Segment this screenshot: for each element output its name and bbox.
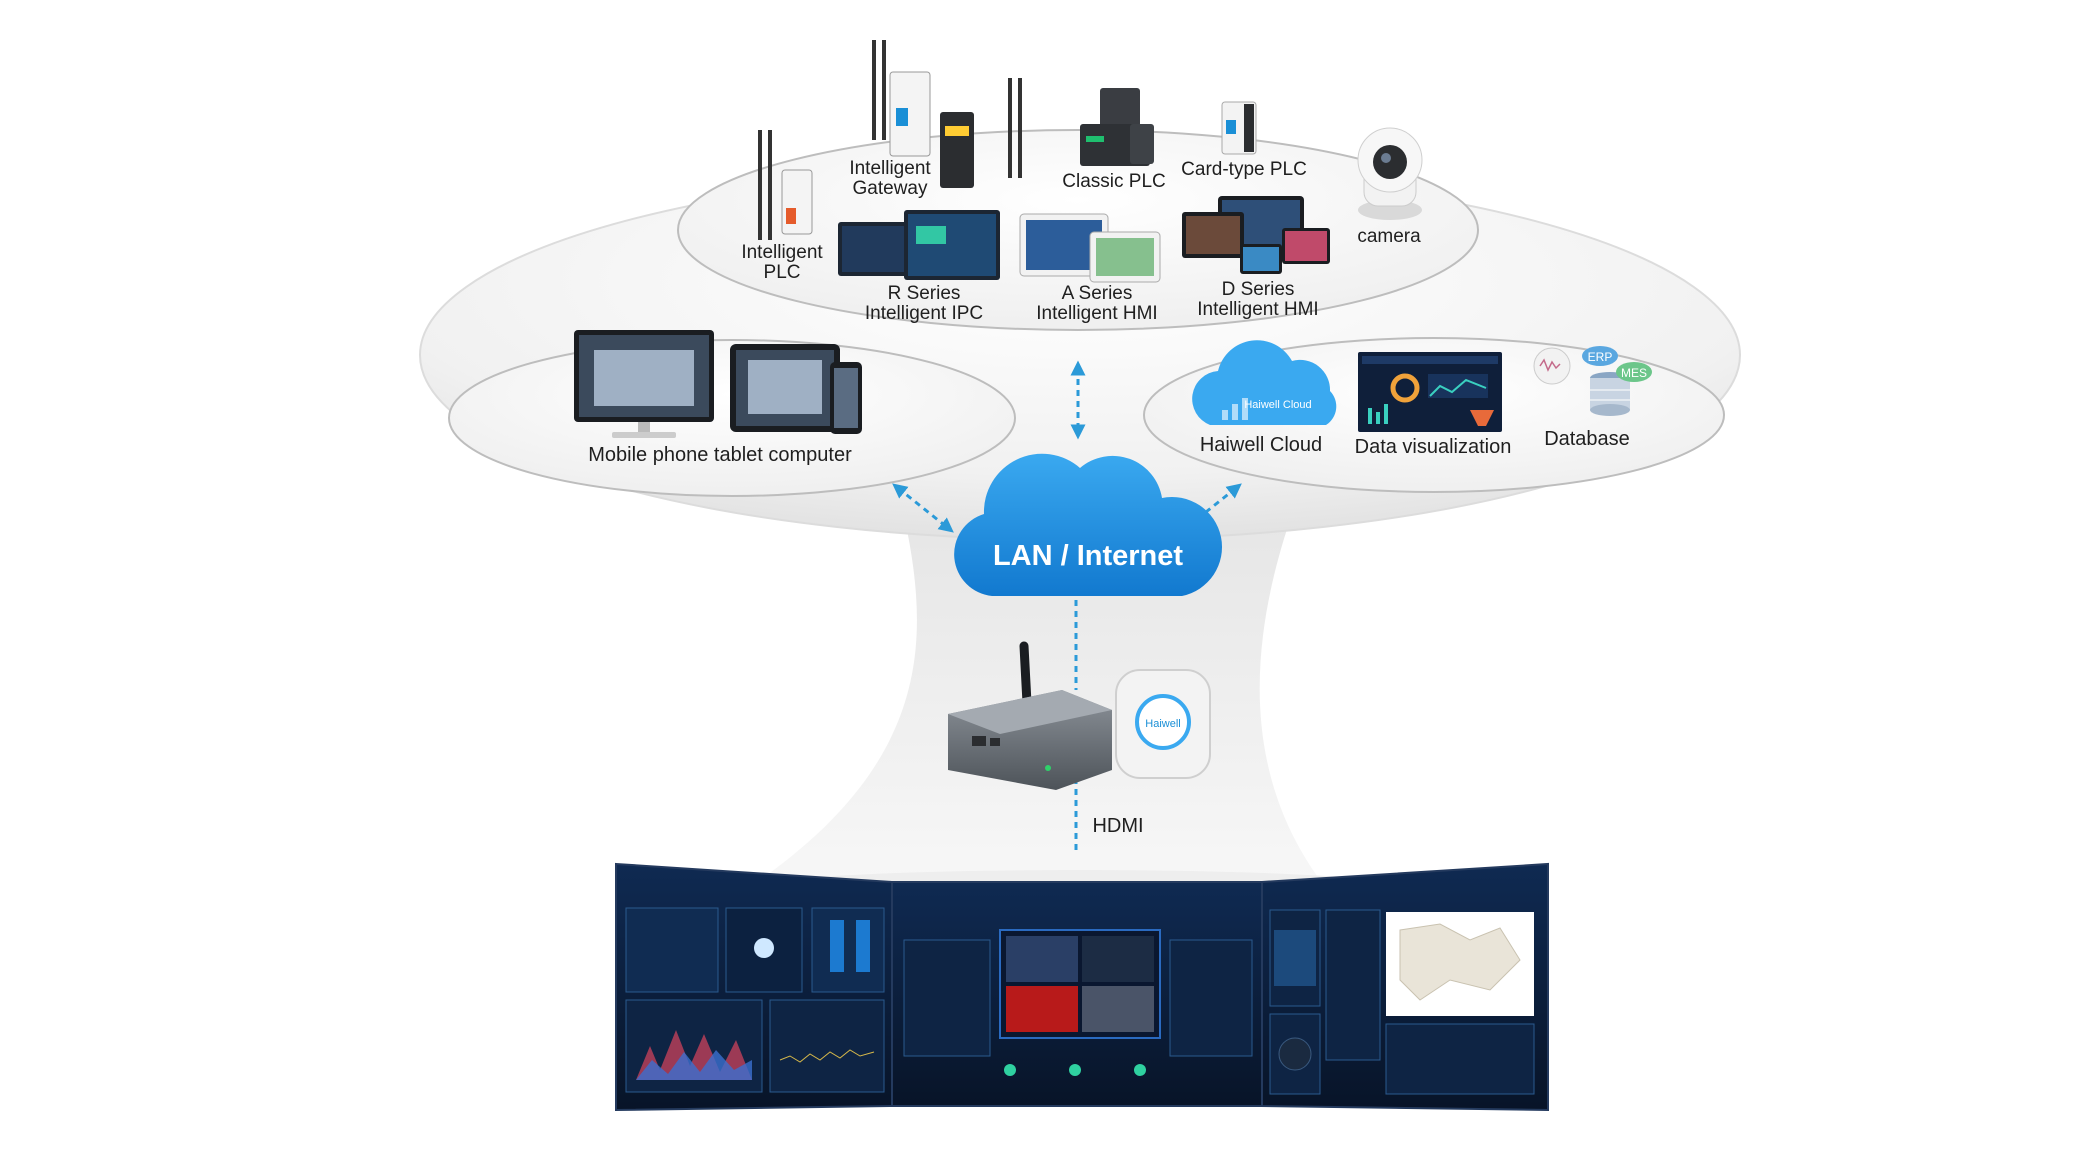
- edge-gateway-box: [948, 641, 1112, 790]
- mes-badge: [1616, 362, 1652, 382]
- label-lan-internet: LAN / Internet: [992, 540, 1184, 572]
- haiwell-cloud-icon-text: Haiwell Cloud: [1244, 399, 1311, 411]
- label-intelligent-gateway: Intelligent Gateway: [849, 158, 931, 199]
- label-classic-plc: Classic PLC: [1062, 171, 1166, 192]
- label-camera: camera: [1357, 226, 1421, 247]
- wireless-router: Haiwell: [1115, 669, 1211, 779]
- label-d-series: D Series Intelligent HMI: [1197, 279, 1319, 320]
- mes-badge-text: MES: [1621, 366, 1647, 380]
- erp-badge: [1582, 346, 1618, 366]
- haiwell-cloud-icon: Haiwell Cloud: [1192, 340, 1337, 425]
- data-visualization-image: [1358, 352, 1502, 432]
- erp-badge-text: ERP: [1588, 350, 1613, 364]
- label-hdmi: HDMI: [1092, 815, 1144, 837]
- camera-image: [1357, 127, 1423, 220]
- label-intelligent-plc: Intelligent PLC: [741, 242, 823, 283]
- database-icon: ERP MES: [1533, 346, 1652, 416]
- router-logo: Haiwell: [1145, 718, 1180, 730]
- label-card-type-plc: Card-type PLC: [1181, 159, 1307, 180]
- label-database: Database: [1544, 428, 1630, 450]
- d-series-hmi-image: [1182, 196, 1330, 274]
- intelligent-gateway-image: [872, 40, 1022, 188]
- mobile-tablet-computer-image: [574, 330, 862, 438]
- label-data-visualization: Data visualization: [1354, 436, 1512, 458]
- label-r-series: R Series Intelligent IPC: [864, 283, 984, 324]
- card-type-plc-image: [1221, 101, 1257, 155]
- r-series-ipc-image: [838, 210, 1000, 280]
- label-a-series: A Series Intelligent HMI: [1036, 283, 1158, 324]
- classic-plc-image: [1080, 88, 1154, 166]
- label-mobile-tablet-computer: Mobile phone tablet computer: [588, 444, 852, 466]
- intelligent-plc-image: [758, 130, 813, 240]
- video-wall-display: [615, 862, 1549, 1112]
- label-haiwell-cloud: Haiwell Cloud: [1199, 434, 1323, 456]
- lan-internet-cloud: [954, 453, 1223, 596]
- a-series-hmi-image: [1019, 213, 1161, 283]
